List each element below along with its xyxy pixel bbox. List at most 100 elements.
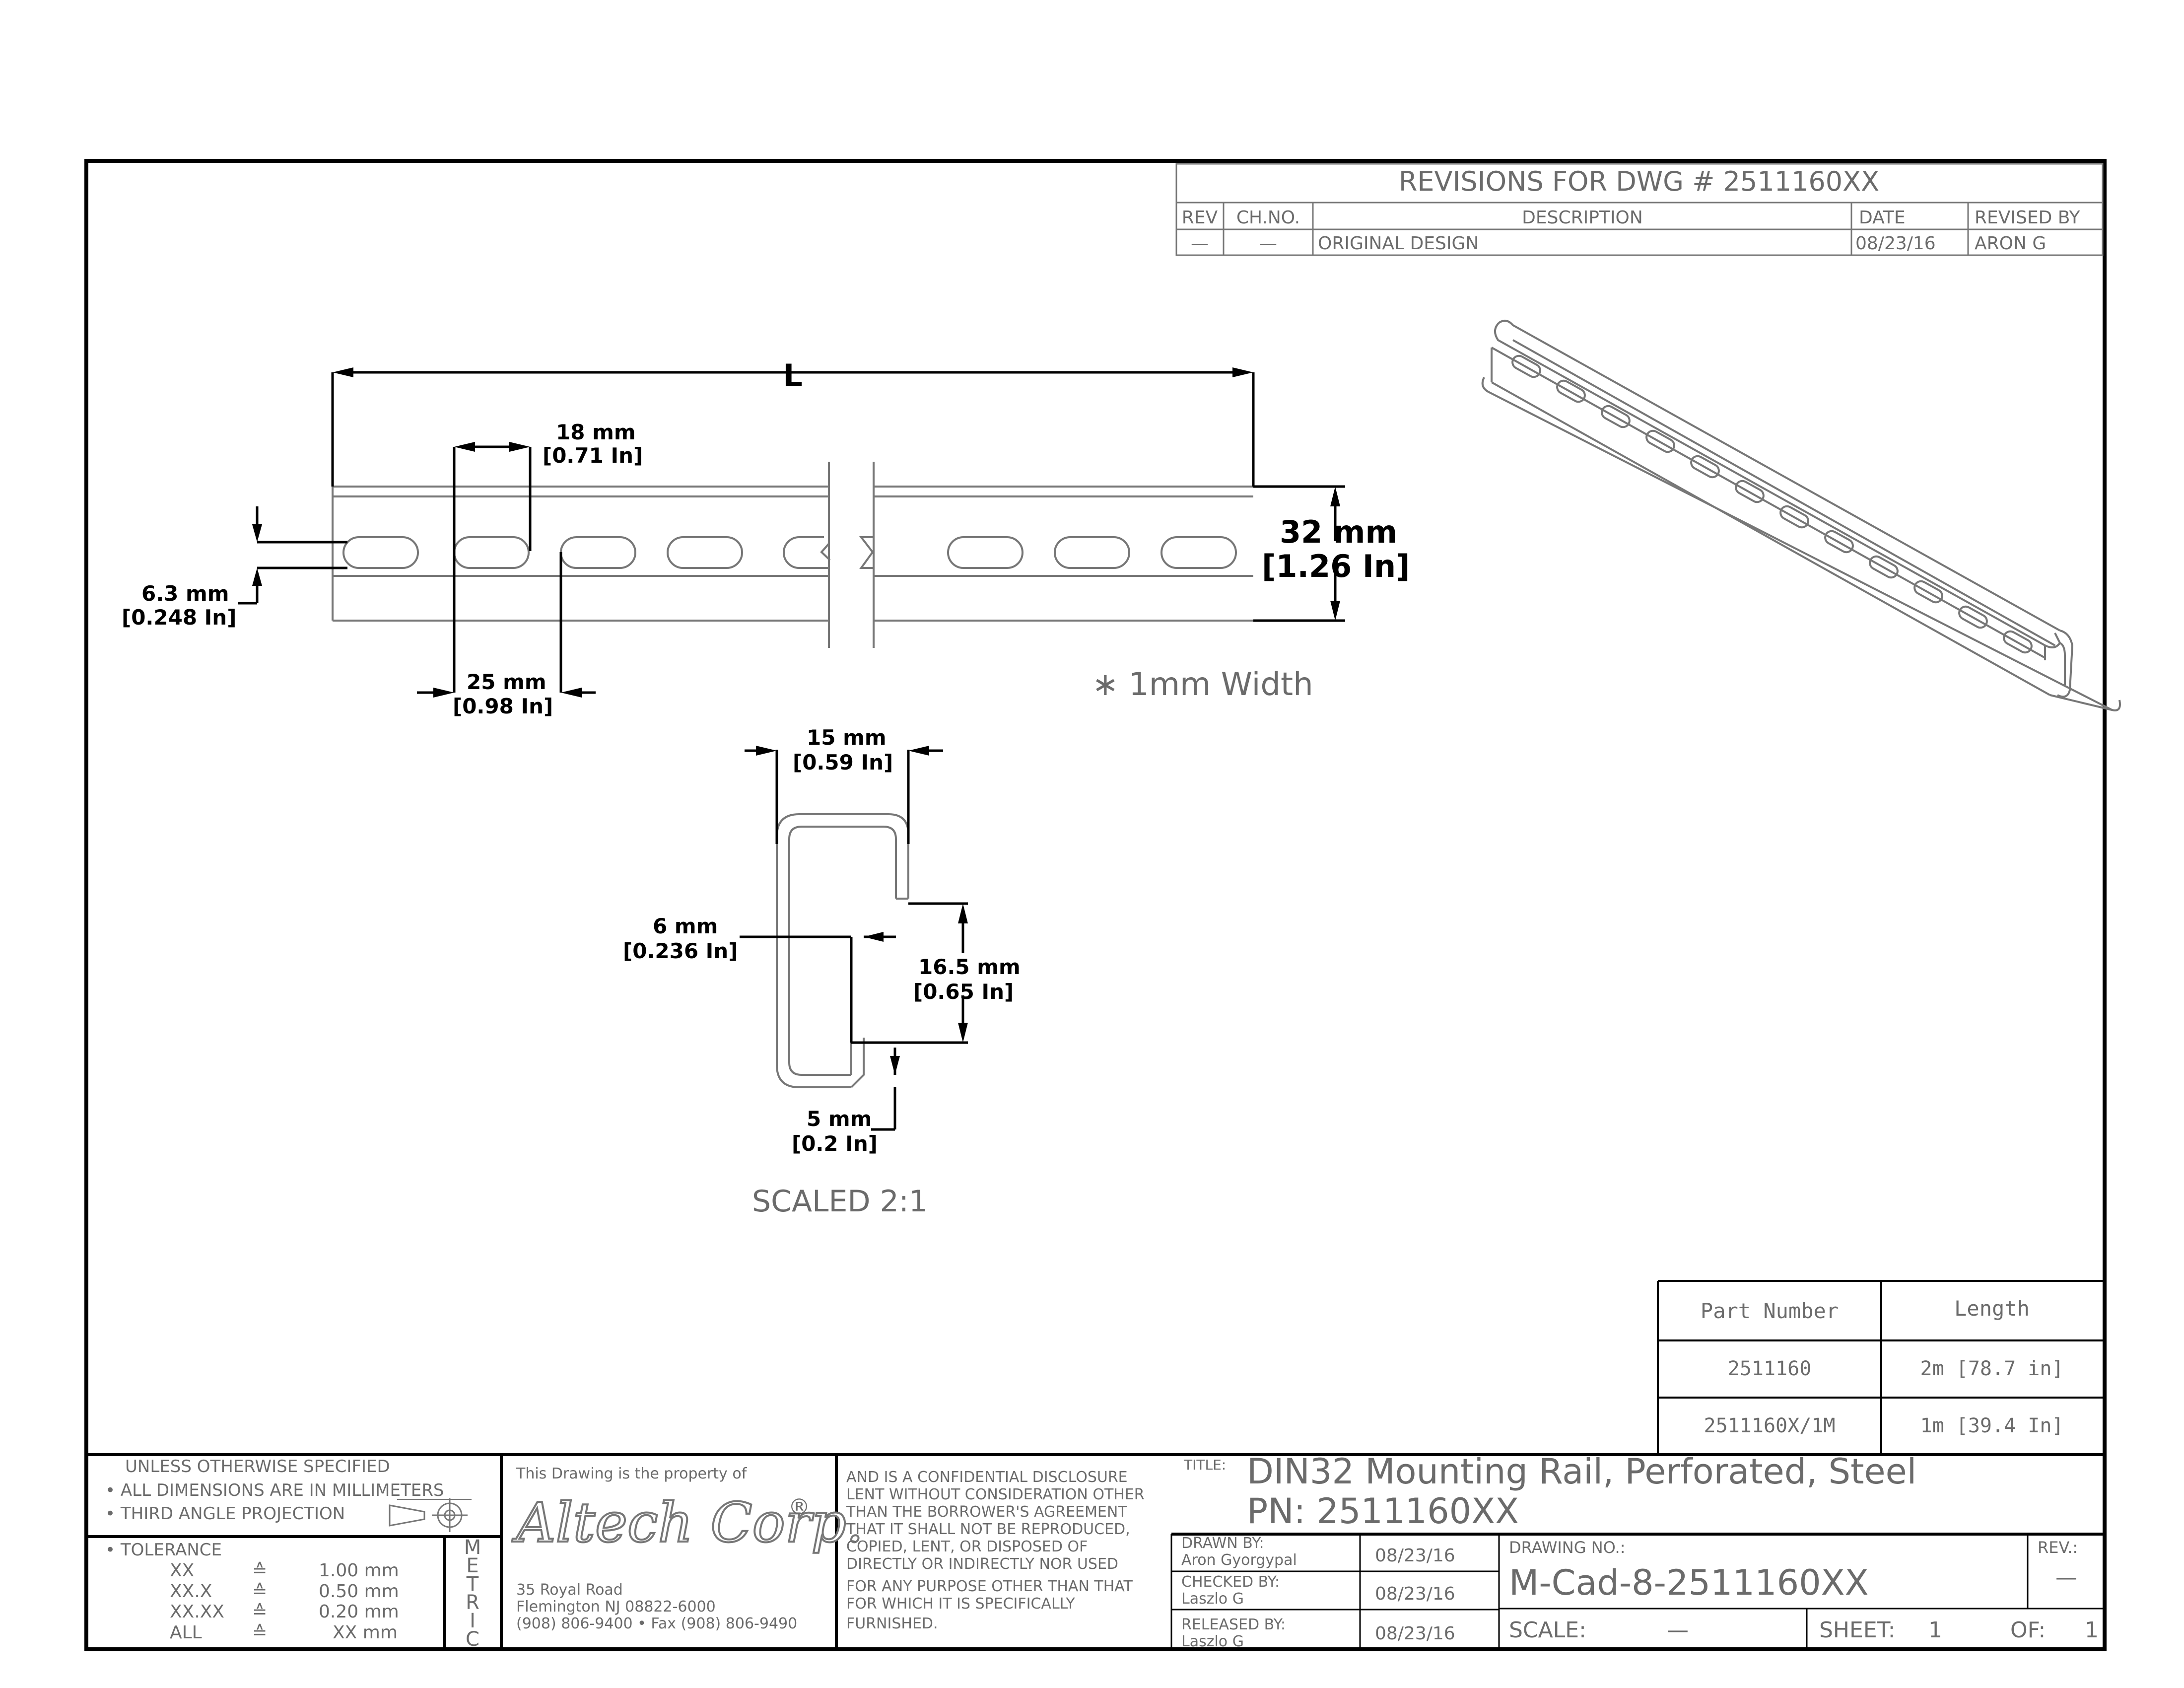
tol-all-value: XX mm [333, 1622, 398, 1643]
tol-xxx-sign: ≙ [252, 1581, 267, 1602]
rev-header-date: DATE [1859, 208, 1906, 228]
dim-pitch-in: [0.98 In] [453, 694, 553, 718]
tol-xx-sign: ≙ [252, 1560, 267, 1581]
tolerance-label: • TOLERANCE [105, 1540, 222, 1560]
drawn-by-label: DRAWN BY: [1181, 1535, 1264, 1552]
tol-xx-class: XX [170, 1560, 194, 1581]
notes-projection: • THIRD ANGLE PROJECTION [105, 1504, 345, 1524]
dim-slot-height-mm: 6.3 mm [141, 581, 229, 606]
rev-row-description: ORIGINAL DESIGN [1318, 233, 1479, 254]
tol-xxx-value: 0.50 mm [319, 1581, 399, 1602]
dim-slot-length-in: [0.71 In] [543, 443, 643, 468]
sheet-label: SHEET: [1819, 1618, 1895, 1643]
parts-row1-length: 2m [78.7 in] [1920, 1357, 2064, 1380]
tol-xxxx-class: XX.XX [170, 1602, 224, 1622]
released-by-name: Laszlo G [1181, 1633, 1244, 1650]
company-phone: (908) 806-9400 • Fax (908) 806-9490 [516, 1615, 797, 1632]
tol-xx-value: 1.00 mm [319, 1560, 399, 1581]
disclosure-line: THAN THE BORROWER'S AGREEMENT [846, 1503, 1127, 1521]
tol-xxxx-sign: ≙ [252, 1602, 267, 1622]
tol-all-sign: ≙ [252, 1622, 267, 1643]
notes-unless: UNLESS OTHERWISE SPECIFIED [125, 1457, 390, 1477]
dim-slot-height-in: [0.248 In] [122, 605, 236, 630]
dim-lip-in: [0.236 In] [623, 939, 738, 963]
cross-section-view [776, 813, 909, 1088]
company-logo: Altech Corp. [512, 1491, 864, 1554]
disclosure-line: DIRECTLY OR INDIRECTLY NOR USED [846, 1555, 1118, 1573]
dim-length-label: L [783, 357, 803, 394]
parts-row2-part-number: 2511160X/1M [1704, 1414, 1836, 1437]
rev-row-date: 08/23/16 [1855, 233, 1936, 254]
released-by-date: 08/23/16 [1375, 1623, 1455, 1644]
parts-table [1657, 1280, 2103, 1455]
revisions-title: REVISIONS FOR DWG # 2511160XX [1399, 166, 1879, 197]
dim-depth-in: [0.59 In] [793, 750, 893, 774]
dim-opening-mm: 16.5 mm [918, 955, 1021, 979]
checked-by-label: CHECKED BY: [1181, 1573, 1280, 1591]
of-label: OF: [2010, 1618, 2046, 1643]
title-block-grid [86, 1453, 2105, 1649]
drawn-by-date: 08/23/16 [1375, 1546, 1455, 1566]
scaled-note: SCALED 2:1 [752, 1184, 928, 1219]
dim-lip-mm: 6 mm [653, 914, 718, 938]
rev-row-revised-by: ARON G [1975, 233, 2046, 254]
disclosure-line: COPIED, LENT, OR DISPOSED OF [846, 1538, 1088, 1555]
released-by-label: RELEASED BY: [1181, 1616, 1286, 1633]
company-address-2: Flemington NJ 08822-6000 [516, 1598, 716, 1616]
dimension-lines-section [740, 749, 968, 1131]
dimension-arrows-section [756, 746, 968, 1075]
rev-label: REV.: [2038, 1538, 2078, 1557]
drawing-number-label: DRAWING NO.: [1509, 1538, 1625, 1557]
tol-all-class: ALL [170, 1622, 202, 1643]
parts-row1-part-number: 2511160 [1728, 1357, 1812, 1380]
dim-radius-mm: 5 mm [807, 1107, 872, 1131]
tol-xxx-class: XX.X [170, 1581, 212, 1602]
title-label: TITLE: [1183, 1457, 1226, 1473]
drawing-number: M-Cad-8-2511160XX [1509, 1562, 1869, 1603]
drawing-pn: PN: 2511160XX [1247, 1491, 1519, 1532]
notes-millimeters: • ALL DIMENSIONS ARE IN MILLIMETERS [105, 1480, 444, 1500]
parts-header-part-number: Part Number [1701, 1299, 1839, 1323]
dim-depth-mm: 15 mm [807, 725, 887, 750]
disclosure-line: AND IS A CONFIDENTIAL DISCLOSURE [846, 1469, 1128, 1486]
projection-icon [389, 1498, 468, 1532]
company-address-1: 35 Royal Road [516, 1581, 623, 1599]
isometric-slots [1511, 354, 2033, 654]
property-of-text: This Drawing is the property of [516, 1465, 748, 1482]
parts-row2-length: 1m [39.4 In] [1920, 1414, 2064, 1437]
tol-xxxx-value: 0.20 mm [319, 1602, 399, 1622]
rev-header-chno: CH.NO. [1236, 208, 1300, 228]
dim-pitch-mm: 25 mm [467, 670, 546, 694]
revisions-table [1175, 163, 2104, 256]
sheet-border [84, 159, 2107, 1651]
of-value: 1 [2085, 1618, 2099, 1643]
disclosure-line: FURNISHED. [846, 1615, 938, 1632]
width-note: ∗ 1mm Width [1092, 666, 1313, 703]
rev-row-rev: — [1191, 233, 1209, 254]
metric-letter-m: M [464, 1536, 481, 1559]
drawing-title: DIN32 Mounting Rail, Perforated, Steel [1247, 1451, 1916, 1492]
metric-letter-c: C [466, 1628, 479, 1651]
disclosure-line: LENT WITHOUT CONSIDERATION OTHER [846, 1486, 1145, 1503]
disclosure-line: THAT IT SHALL NOT BE REPRODUCED, [846, 1521, 1130, 1538]
dim-opening-in: [0.65 In] [913, 980, 1014, 1004]
rev-row-chno: — [1259, 233, 1277, 254]
rev-value: — [2055, 1565, 2077, 1590]
dim-height-in: [1.26 In] [1262, 548, 1410, 584]
dim-height-mm: 32 mm [1280, 514, 1397, 550]
rev-header-rev: REV [1182, 208, 1218, 228]
checked-by-date: 08/23/16 [1375, 1584, 1455, 1604]
dim-slot-length-mm: 18 mm [556, 420, 636, 444]
parts-header-length: Length [1954, 1296, 2030, 1321]
rail-isometric-view [1481, 320, 2121, 711]
metric-letter-t: T [466, 1573, 479, 1596]
disclosure-line: FOR ANY PURPOSE OTHER THAN THAT [846, 1578, 1133, 1595]
dimension-arrows-front [252, 367, 1340, 698]
checked-by-name: Laszlo G [1181, 1590, 1244, 1608]
scale-label: SCALE: [1509, 1618, 1586, 1643]
rev-header-description: DESCRIPTION [1522, 208, 1643, 228]
dim-radius-in: [0.2 In] [792, 1131, 878, 1156]
drawn-by-name: Aron Gyorgypal [1181, 1551, 1297, 1569]
sheet-value: 1 [1928, 1618, 1942, 1643]
